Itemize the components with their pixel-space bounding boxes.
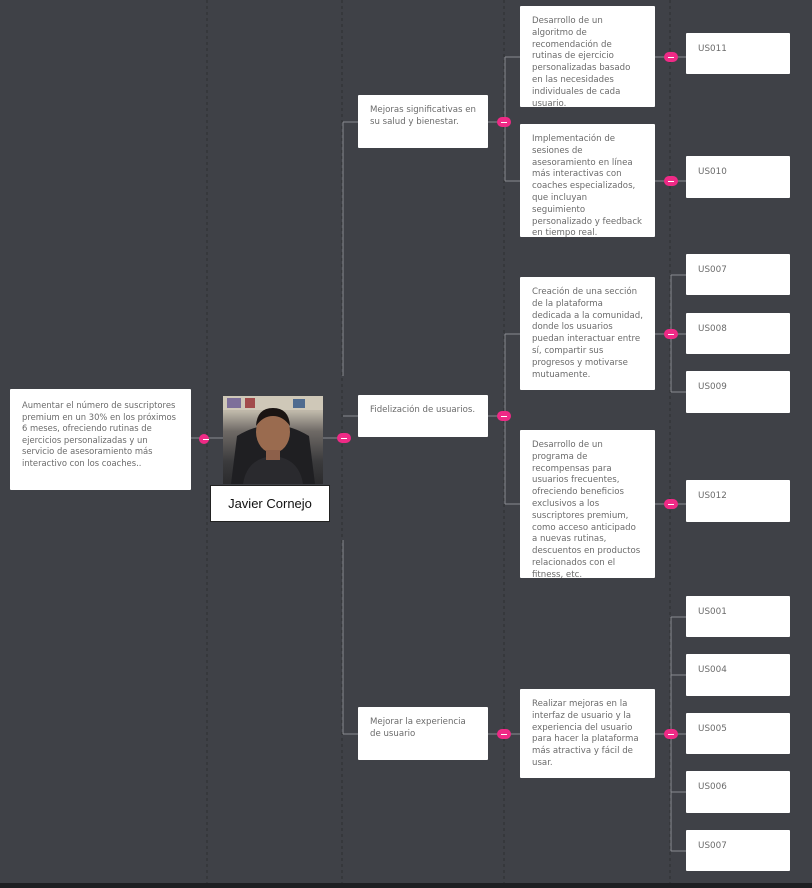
objective-card[interactable]: Mejorar la experiencia de usuario [358,707,488,760]
story-card[interactable]: US007 [686,254,790,295]
story-label: US012 [698,491,727,501]
story-card[interactable]: US008 [686,313,790,354]
collapse-toggle-icon[interactable] [664,729,678,739]
goal-card[interactable]: Aumentar el número de suscriptores premi… [10,389,191,490]
story-card[interactable]: US011 [686,33,790,74]
initiative-label: Realizar mejoras en la interfaz de usuar… [532,699,639,768]
story-card[interactable]: US005 [686,713,790,754]
initiative-card[interactable]: Realizar mejoras en la interfaz de usuar… [520,689,655,778]
story-label: US005 [698,724,727,734]
initiative-label: Desarrollo de un algoritmo de recomendac… [532,16,631,109]
collapse-toggle-icon[interactable] [664,329,678,339]
person-photo-icon [223,396,323,484]
collapse-toggle-icon[interactable] [337,433,351,443]
initiative-label: Desarrollo de un programa de recompensas… [532,440,641,580]
initiative-card[interactable]: Creación de una sección de la plataforma… [520,277,655,390]
objective-label: Mejorar la experiencia de usuario [370,717,466,739]
initiative-label: Creación de una sección de la plataforma… [532,287,643,380]
goal-text: Aumentar el número de suscriptores premi… [22,400,176,468]
objective-label: Fidelización de usuarios. [370,405,476,415]
story-label: US007 [698,265,727,275]
story-label: US011 [698,44,727,54]
collapse-toggle-icon[interactable] [664,176,678,186]
person-name: Javier Cornejo [228,496,312,511]
objective-card[interactable]: Fidelización de usuarios. [358,395,488,437]
person-photo [223,396,323,484]
bottom-bar [0,883,812,888]
objective-card[interactable]: Mejoras significativas en su salud y bie… [358,95,488,148]
story-label: US004 [698,665,727,675]
initiative-card[interactable]: Desarrollo de un programa de recompensas… [520,430,655,580]
initiative-card[interactable]: Desarrollo de un algoritmo de recomendac… [520,6,655,109]
collapse-toggle-icon[interactable] [199,434,209,444]
story-card[interactable]: US001 [686,596,790,637]
person-name-box[interactable]: Javier Cornejo [210,485,330,522]
collapse-toggle-icon[interactable] [664,499,678,509]
story-card[interactable]: US010 [686,156,790,198]
collapse-toggle-icon[interactable] [497,729,511,739]
initiative-label: Implementación de sesiones de asesoramie… [532,134,643,239]
story-card[interactable]: US007 [686,830,790,871]
story-card[interactable]: US009 [686,371,790,413]
story-label: US007 [698,841,727,851]
initiative-card[interactable]: Implementación de sesiones de asesoramie… [520,124,655,239]
story-label: US001 [698,607,727,617]
story-label: US008 [698,324,727,334]
story-label: US010 [698,167,727,177]
collapse-toggle-icon[interactable] [497,117,511,127]
story-card[interactable]: US006 [686,771,790,813]
story-label: US006 [698,782,727,792]
story-label: US009 [698,382,727,392]
objective-label: Mejoras significativas en su salud y bie… [370,105,476,127]
collapse-toggle-icon[interactable] [497,411,511,421]
collapse-toggle-icon[interactable] [664,52,678,62]
story-card[interactable]: US004 [686,654,790,696]
story-card[interactable]: US012 [686,480,790,522]
